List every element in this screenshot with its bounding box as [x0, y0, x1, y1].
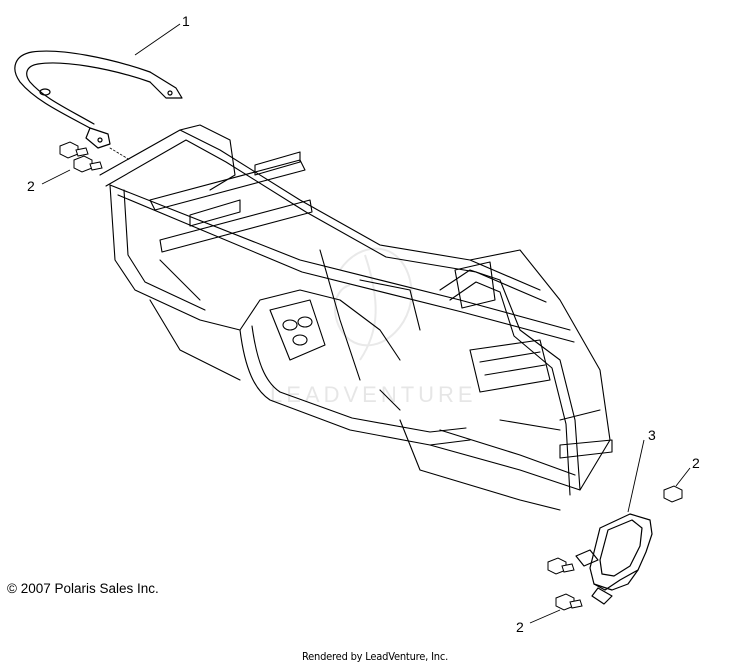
callout-3: 3	[648, 427, 656, 443]
rear-bumper-part	[14, 50, 183, 161]
watermark	[334, 247, 413, 361]
callout-1: 1	[182, 13, 190, 29]
front-bolts	[547, 485, 683, 611]
atv-frame	[99, 124, 613, 511]
callout-2-front-lower: 2	[516, 619, 524, 635]
copyright-text: © 2007 Polaris Sales Inc.	[7, 581, 159, 596]
callout-2-front-upper: 2	[692, 455, 700, 471]
front-bumper-part	[575, 513, 653, 605]
rendered-by-text: Rendered by LeadVenture, Inc.	[301, 650, 449, 663]
watermark-text: LEADVENTURE	[270, 382, 477, 407]
callout-2-rear: 2	[27, 178, 35, 194]
leader-lines	[41, 23, 691, 624]
rear-bolts	[59, 141, 103, 173]
